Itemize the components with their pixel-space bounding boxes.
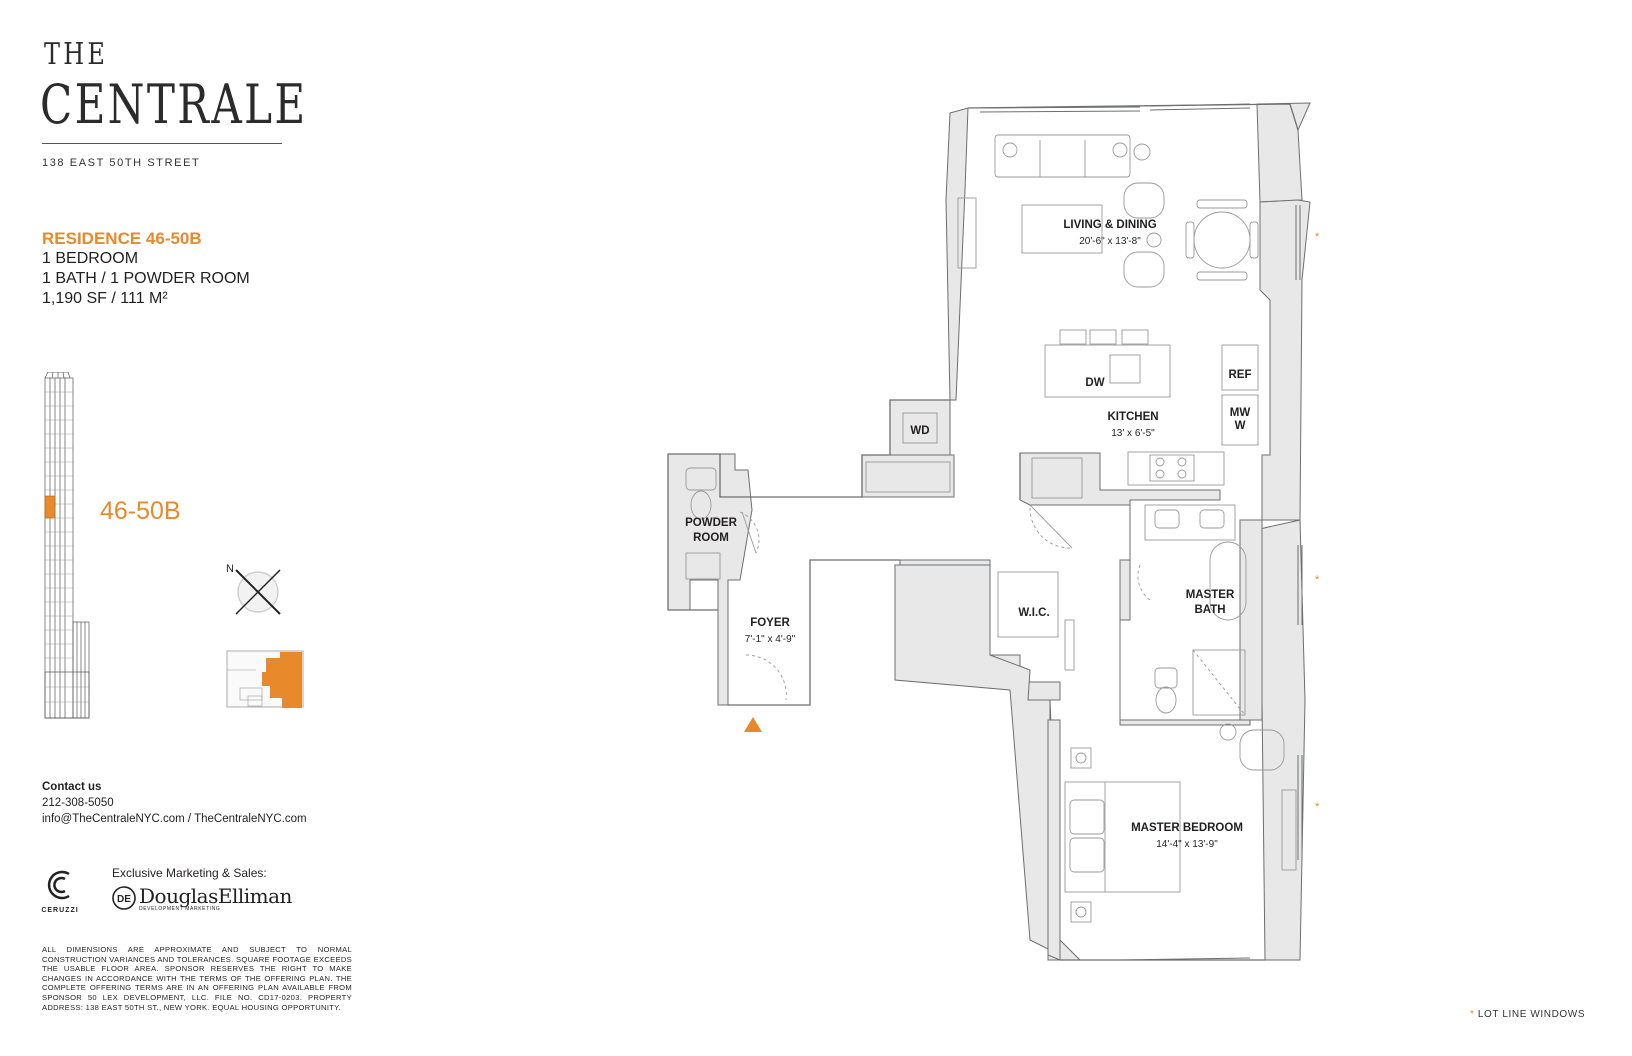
label-powder-room-2: ROOM [693,532,729,544]
lot-line-marker-2: * [1315,574,1320,586]
legend-label: LOT LINE WINDOWS [1477,1009,1586,1020]
unit-label: 46-50B [100,497,181,525]
kitchen-island [1044,344,1171,398]
brand-the: THE [44,37,109,72]
brand-logo: CENTRALE [40,73,308,136]
bedroom-chair [1239,729,1285,771]
dim-foyer: 7'-1" x 4'-9" [745,634,796,645]
label-kitchen: KITCHEN [1107,411,1158,423]
douglas-elliman-logo: DE DouglasElliman DEVELOPMENT MARKETING [112,884,292,912]
kitchen-counter [1127,451,1225,486]
nightstand [1070,901,1092,923]
label-ref: REF [1229,369,1252,381]
label-mw-1: MW [1230,407,1251,419]
bedroom-count: 1 BEDROOM [42,250,139,267]
wic-closet [997,571,1059,638]
bath-count: 1 BATH / 1 POWDER ROOM [42,270,250,287]
svg-text:DE: DE [117,894,131,905]
label-master-bath-2: BATH [1194,604,1225,616]
wall-corridor-mass [894,564,1051,951]
outline-foyer [728,559,900,706]
toilet [1154,667,1178,689]
lot-line-marker-3: * [1315,801,1320,813]
north-arrow-icon: N [226,563,281,615]
sofa [994,134,1131,178]
contact-heading: Contact us [42,781,102,793]
wall-corridor-upper [861,454,955,498]
nightstand [1070,747,1092,769]
building-elevation-diagram [44,372,90,719]
residence-area: 1,190 SF / 111 M² [42,290,168,307]
unit-floor-highlight [44,495,56,519]
ceruzzi-wordmark: CERUZZI [41,907,79,914]
wall-right-upper [1259,199,1311,521]
microwave-oven [1221,394,1259,446]
refrigerator [1221,344,1259,391]
side-table [1133,143,1151,161]
label-mw-2: W [1235,420,1246,432]
vanity [1144,504,1236,541]
broker-wordmark: DouglasElliman [139,884,292,908]
label-foyer: FOYER [750,617,790,629]
dim-kitchen: 13' x 6'-5" [1111,428,1155,439]
key-plan-diagram [226,650,304,708]
armchair [1123,182,1165,219]
de-monogram-icon: DE [112,886,136,910]
broker-subtitle: DEVELOPMENT MARKETING [139,906,221,912]
label-master-bath-1: MASTER [1186,589,1235,601]
label-wic: W.I.C. [1018,607,1049,619]
contact-phone[interactable]: 212-308-5050 [42,797,114,809]
washer-dryer [902,412,938,444]
coffee-table [1021,204,1103,254]
lot-line-marker-1: * [1315,231,1320,243]
shower [1192,649,1246,716]
wall-powder-room [667,453,753,706]
powder-sink [685,552,721,580]
residence-title: RESIDENCE 46-50B [42,229,202,248]
powder-toilet [685,467,717,491]
legend: * LOT LINE WINDOWS [1470,1009,1585,1020]
legal-disclaimer: ALL DIMENSIONS ARE APPROXIMATE AND SUBJE… [42,945,352,1012]
label-living-dining: LIVING & DINING [1063,219,1156,231]
label-powder-room-1: POWDER [685,517,737,529]
logo-divider [42,143,282,144]
contact-web[interactable]: info@TheCentraleNYC.com / TheCentraleNYC… [42,813,307,825]
outline-top [967,103,1299,131]
ceruzzi-mark-icon [47,870,70,900]
dresser [1281,789,1297,871]
bed [1064,781,1181,893]
dim-living-dining: 20'-6" x 13'-8" [1079,236,1141,247]
dim-master-bedroom: 14'-4" x 13'-9" [1156,839,1218,850]
entry-marker [744,717,762,732]
ceruzzi-logo: CERUZZI [40,868,80,914]
wall-bath-right [1239,519,1263,721]
dining-table [1193,211,1251,269]
building-address: 138 EAST 50TH STREET [42,157,201,169]
armchair [1123,251,1165,288]
outline-left [667,399,950,611]
media-console [957,197,977,269]
wall-bedroom-left [1047,719,1061,961]
label-dw: DW [1085,377,1104,389]
wd-closet-wall [889,399,951,456]
wall-top-right-pier [1256,102,1311,203]
north-label: N [226,563,234,575]
label-wd: WD [910,425,929,437]
label-master-bedroom: MASTER BEDROOM [1131,822,1243,834]
lot-line-marker: * [1470,1009,1475,1020]
wall-left-upper [945,107,969,401]
marketing-label: Exclusive Marketing & Sales: [112,866,267,880]
bathtub [1209,541,1247,621]
